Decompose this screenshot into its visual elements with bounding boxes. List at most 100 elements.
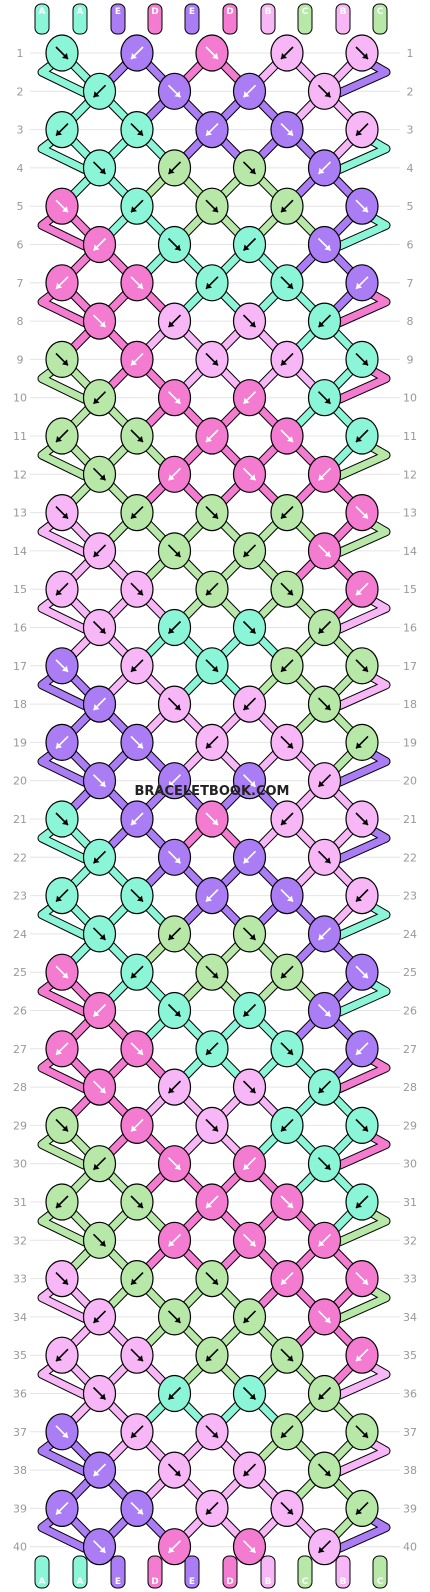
strand-letter-bottom: E [115,1577,121,1587]
knot [157,1528,192,1566]
row-number-right: 18 [403,698,417,711]
knot [270,417,304,455]
row-number-left: 13 [13,507,27,520]
arrow-head-icon [174,244,181,251]
arrow-head-icon [137,589,143,596]
knot [232,455,267,493]
strand-letter-top: E [115,7,121,17]
knot [195,1030,229,1068]
knot [307,532,342,570]
arrow-head-icon [362,1125,368,1132]
knot [82,685,117,723]
arrow-head-icon [56,1508,62,1515]
edge-loop-left-color [38,1439,88,1476]
strand-end-top: C [372,3,388,35]
arrow-head-icon [249,1393,256,1400]
arrow-head-icon [99,321,106,328]
knot [195,493,229,532]
arrow-head-icon [56,1202,62,1208]
strand-letter-top: B [265,7,272,17]
strand-end-bottom: C [372,1555,388,1589]
knot [307,225,342,264]
arrow-head-icon [212,1431,218,1438]
row-number-left: 25 [13,966,27,979]
arrow-head-icon [131,359,137,366]
arrow-head-icon [356,1508,362,1515]
knot [270,1030,304,1068]
row-number-right: 36 [403,1388,417,1401]
arrow-head-icon [324,550,331,557]
arrow-head-icon [212,206,218,213]
arrow-head-icon [212,1125,218,1132]
edge-loop-right-color [337,213,390,250]
arrow-head-icon [356,742,362,749]
row-number-right: 13 [403,507,417,520]
arrow-head-icon [249,627,256,634]
edge-loop-right-color [337,596,390,633]
arrow-head-icon [362,972,368,979]
knot [157,1451,192,1489]
arrow-head-icon [318,167,325,174]
knot [232,1068,267,1106]
arrow-head-icon [137,1355,143,1362]
arrow-head-icon [137,436,143,442]
knot [195,1183,229,1221]
knot [270,1413,304,1451]
arrow-head-icon [131,1278,137,1285]
knot [307,991,342,1030]
arrow-head-icon [243,1010,250,1017]
knot [345,493,379,532]
row-number-left: 12 [13,468,27,481]
edge-loop-left-color [38,213,88,250]
knot [45,1259,79,1298]
arrow-head-icon [93,704,100,711]
arrow-head-icon [324,1010,331,1017]
edge-loop-left-color [38,826,88,863]
knot [45,1336,79,1374]
row-number-left: 24 [13,928,27,941]
knot [345,1489,379,1528]
row-number-right: 1 [407,47,414,60]
arrow-head-icon [174,1316,181,1323]
knot [345,800,379,838]
knot [195,876,229,915]
arrow-head-icon [281,819,287,825]
knot [82,762,117,800]
arrow-head-icon [137,742,143,749]
arrow-head-icon [243,1163,250,1170]
strand-end-top: A [72,3,88,35]
knot [82,379,117,417]
arrow-head-icon [206,1355,212,1362]
arrow-head-icon [243,704,250,711]
knot [307,149,342,187]
edge-loop-right-color [337,1132,390,1169]
row-number-left: 30 [13,1158,27,1171]
arrow-head-icon [287,742,293,749]
arrow-head-icon [93,1010,100,1017]
knot [120,1106,154,1145]
edge-loop-left-color [38,1362,88,1399]
knot [120,1336,154,1374]
edge-loop-right-color [337,749,390,786]
strand-end-bottom-bar [297,1555,313,1589]
knot [157,532,192,570]
knot [307,379,342,417]
strand-end-bottom: E [110,1555,126,1589]
row-number-left: 2 [17,85,24,98]
edge-loop-left-color [38,136,88,174]
arrow-head-icon [362,512,368,519]
arrow-head-icon [249,474,256,481]
row-number-right: 28 [403,1081,417,1094]
edge-loop-right-color [337,902,390,940]
arrow-head-icon [93,91,100,98]
arrow-head-icon [362,665,368,672]
row-number-right: 11 [403,430,417,443]
edge-loop-right-color [337,1208,390,1246]
row-number-left: 9 [17,353,24,366]
knot [195,264,229,302]
strand-end-top: E [110,3,126,35]
row-number-left: 17 [13,660,27,673]
knot [195,187,229,225]
arrow-head-icon [206,1508,212,1515]
